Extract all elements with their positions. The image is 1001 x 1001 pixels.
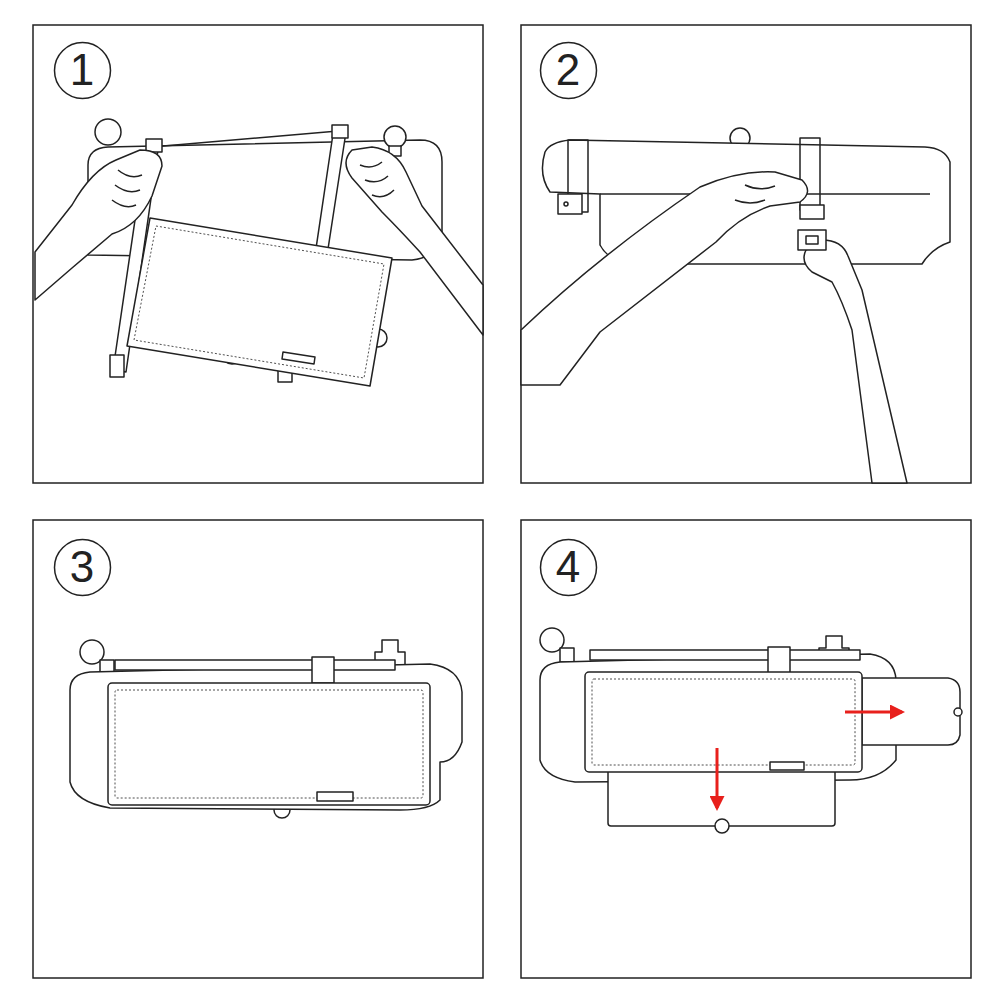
circle-outline (54, 42, 110, 98)
step-number: 1 (70, 48, 94, 92)
step-one-illustration (35, 119, 483, 386)
step-number-circle: 1 (53, 41, 112, 100)
panel-frame (33, 25, 971, 978)
circle-outline (54, 539, 110, 595)
step-number-circle: 4 (539, 538, 598, 597)
step-number: 2 (556, 48, 580, 92)
step-two-illustration (521, 128, 950, 483)
circle-outline (540, 42, 596, 98)
step-number: 3 (70, 545, 94, 589)
step-number: 4 (556, 545, 580, 589)
direction-arrow (717, 712, 902, 808)
step-number-circle: 2 (539, 41, 598, 100)
step-three-illustration (70, 640, 462, 818)
step-four-illustration (540, 628, 962, 833)
circle-outline (540, 539, 596, 595)
step-number-circle: 3 (53, 538, 112, 597)
